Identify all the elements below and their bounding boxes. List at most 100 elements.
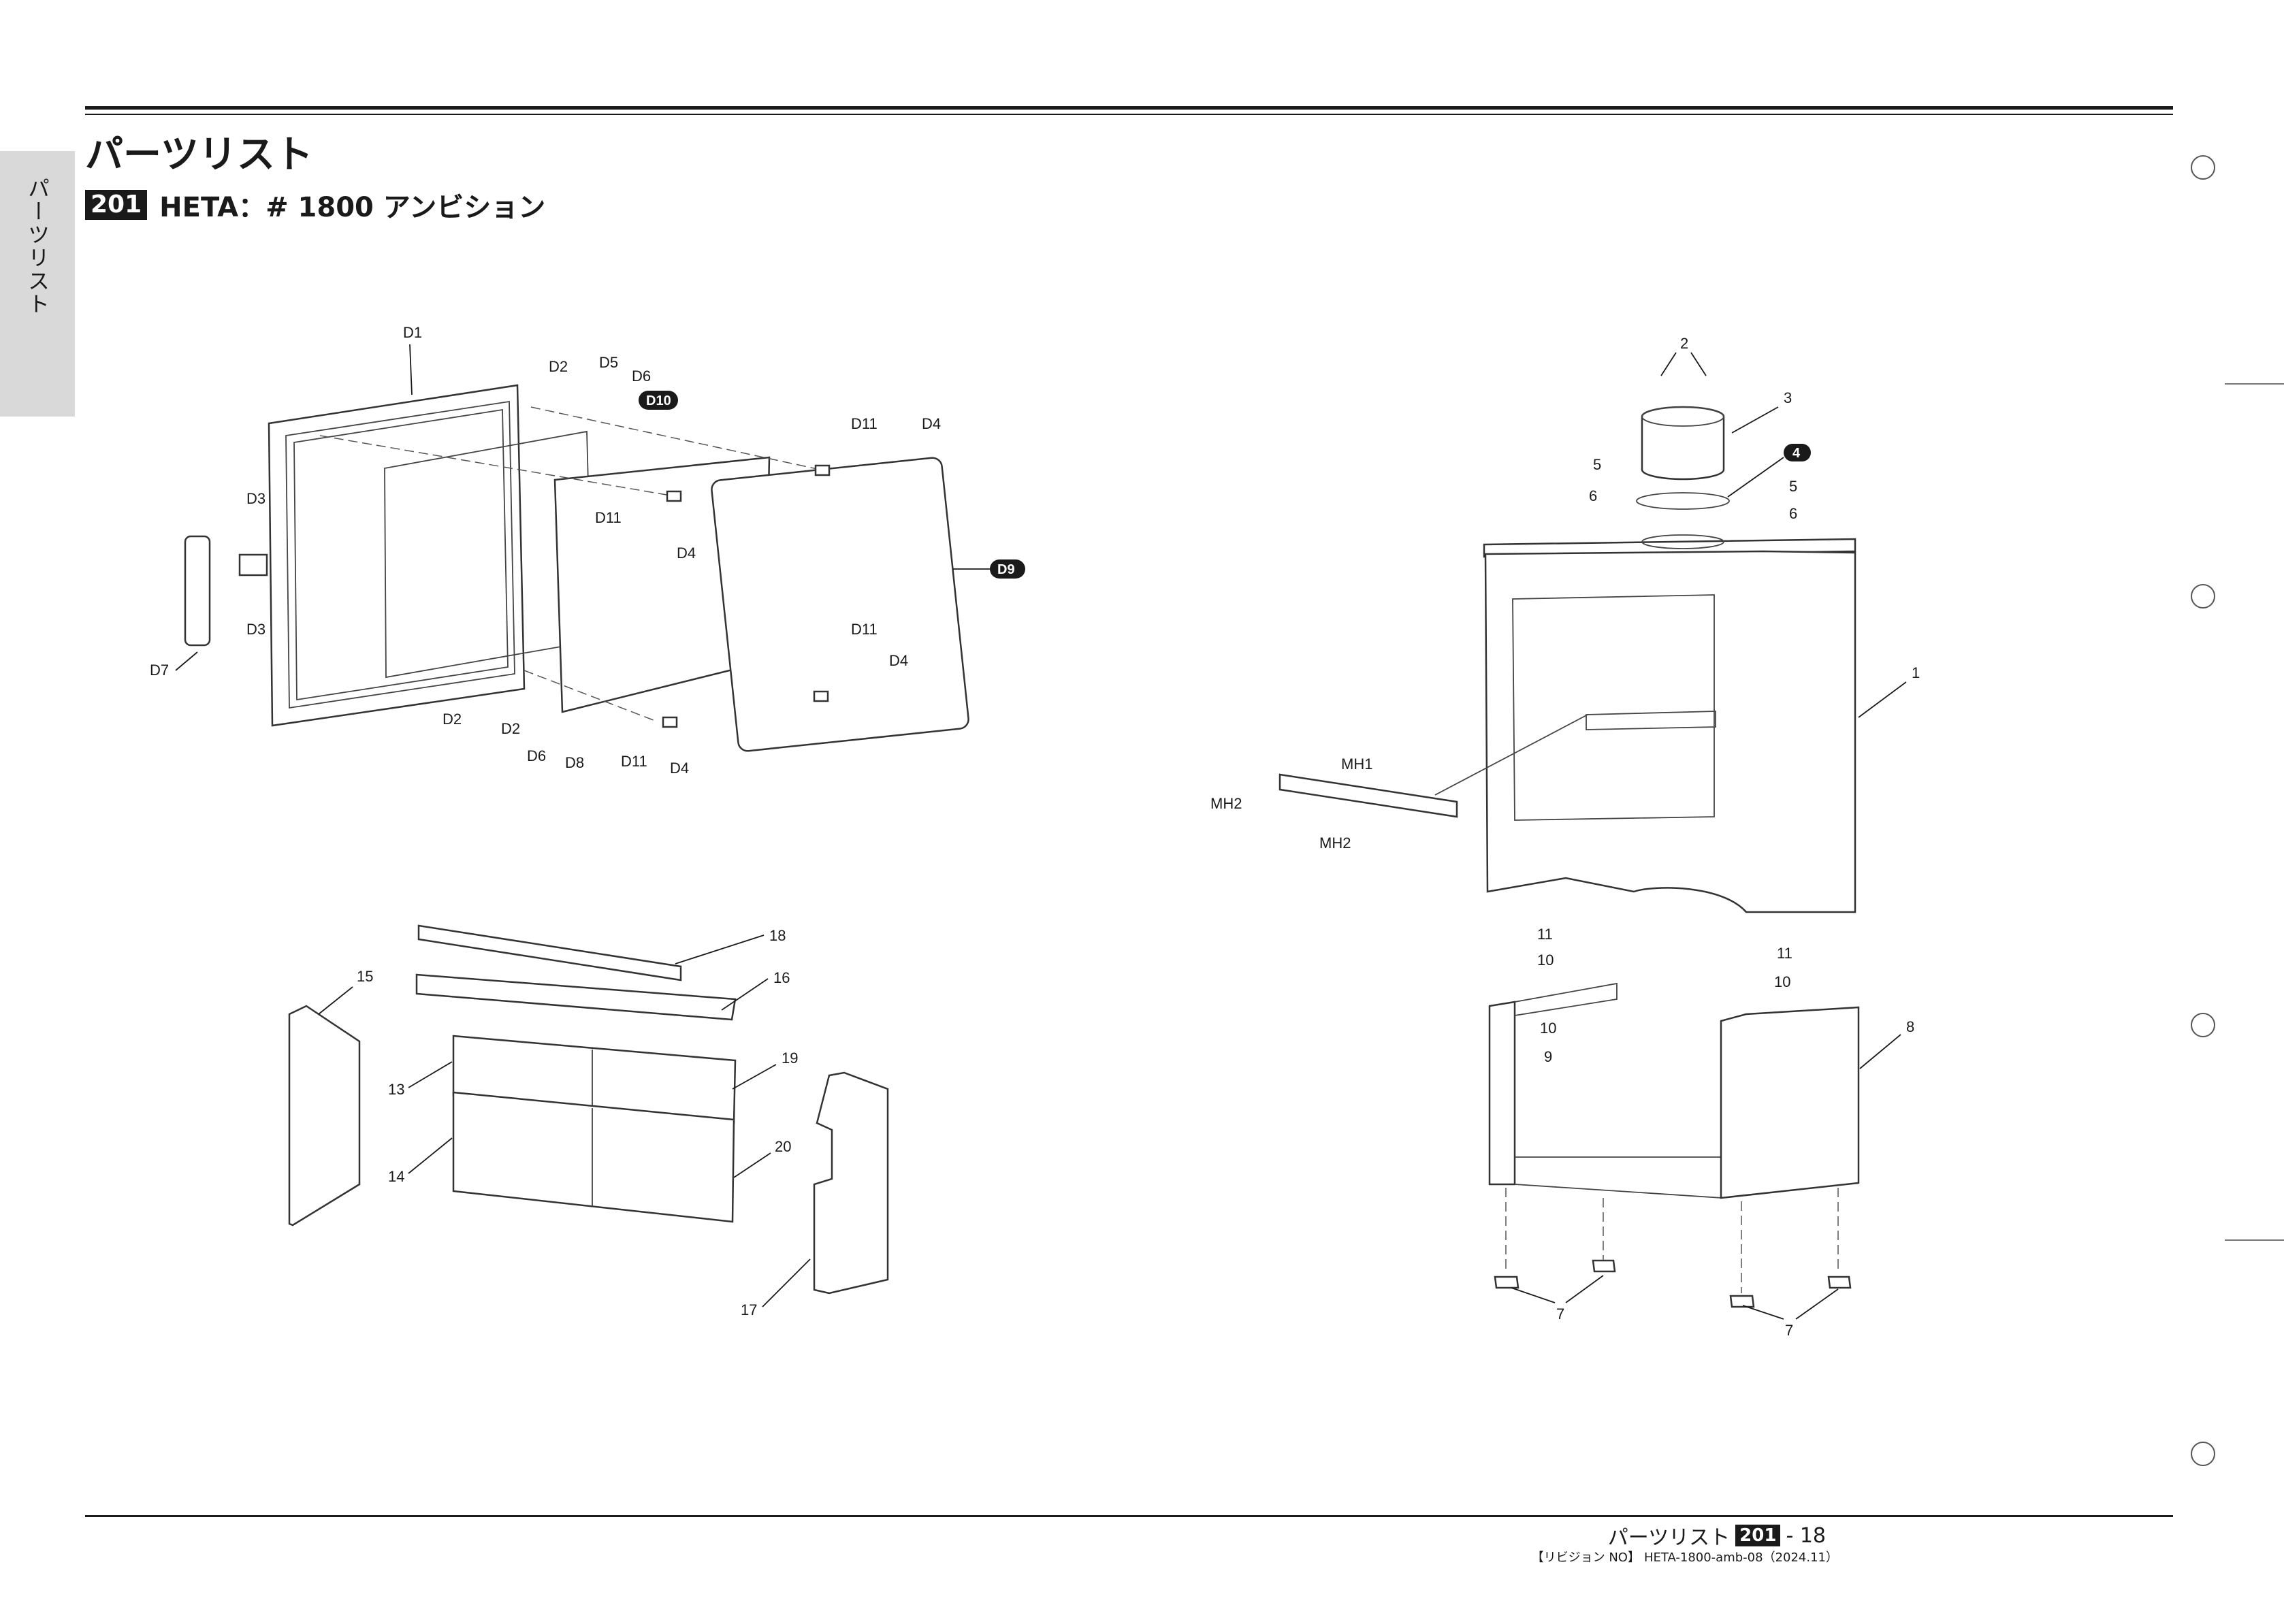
revision-value: HETA-1800-amb-08（2024.11） xyxy=(1643,1550,1838,1565)
leader xyxy=(408,1137,453,1174)
footer: パーツリスト 201 - 18 xyxy=(1608,1521,1826,1550)
margin-tick xyxy=(2225,1239,2284,1241)
grate-rail xyxy=(1586,711,1716,730)
leader xyxy=(1742,1288,1839,1320)
bottom-rule xyxy=(85,1515,2173,1517)
callout-MH2: MH2 xyxy=(1210,795,1242,812)
leader xyxy=(408,1061,453,1088)
stove-body xyxy=(1278,406,1860,1308)
footer-label: パーツリスト xyxy=(1607,1526,1731,1550)
baffle-board-16 xyxy=(415,973,737,1021)
callout-20: 20 xyxy=(775,1138,791,1155)
callout-D4: D4 xyxy=(670,760,689,777)
callout-D7: D7 xyxy=(150,662,169,679)
callout-D4: D4 xyxy=(677,545,696,562)
liner-assembly xyxy=(288,924,889,1295)
pedestal-panel-8 xyxy=(1720,1006,1860,1199)
pedestal-bracket xyxy=(1514,982,1618,1016)
callout-10: 10 xyxy=(1537,952,1554,969)
section-badge: 201 xyxy=(85,190,148,220)
pedestal-base-9 xyxy=(1514,1156,1723,1199)
callout-8: 8 xyxy=(1906,1018,1914,1035)
callout-D2: D2 xyxy=(501,720,520,737)
callout-D3: D3 xyxy=(246,490,266,507)
side-tab: パーツリスト xyxy=(0,151,75,417)
clip-D11-b xyxy=(666,490,682,502)
baffle-18 xyxy=(417,924,682,981)
page-title: パーツリスト xyxy=(85,133,313,177)
callout-D10-pill xyxy=(639,391,678,410)
revision-label: 【リビジョン NO】 xyxy=(1531,1550,1640,1565)
flue-opening xyxy=(1641,534,1724,549)
callout-16: 16 xyxy=(773,969,790,986)
callout-11: 11 xyxy=(1777,945,1792,962)
binder-hole xyxy=(2191,155,2215,180)
mounting-rail-MH1 xyxy=(1278,773,1458,818)
brick-row-14-20 xyxy=(452,1091,735,1223)
leader xyxy=(1727,457,1784,498)
callout-D2: D2 xyxy=(443,711,462,728)
callout-D3: D3 xyxy=(246,621,266,638)
callout-D11: D11 xyxy=(851,621,878,638)
callout-7: 7 xyxy=(1556,1305,1564,1322)
callout-D1: D1 xyxy=(403,324,422,341)
callout-15: 15 xyxy=(357,968,373,985)
callout-D2: D2 xyxy=(549,358,568,375)
door-frame-inner xyxy=(285,400,515,709)
leader xyxy=(762,1258,811,1308)
callout-11: 11 xyxy=(1537,926,1553,943)
callout-MH2: MH2 xyxy=(1319,834,1351,851)
stove-body-1 xyxy=(1484,550,1856,913)
door-handle-D7 xyxy=(184,535,211,647)
callout-D4: D4 xyxy=(922,415,941,432)
callout-7: 7 xyxy=(1785,1322,1793,1339)
callout-6: 6 xyxy=(1589,487,1597,504)
leader xyxy=(732,1064,777,1090)
callout-D8: D8 xyxy=(565,754,584,771)
body-callouts: 2 3 4 5 6 5 6 1 MH1 MH2 MH2 11 10 10 9 1… xyxy=(1210,335,1920,1339)
leader xyxy=(409,344,413,395)
page-number: - 18 xyxy=(1786,1523,1826,1548)
callout-D4: D4 xyxy=(889,652,908,669)
callout-D9: D9 xyxy=(997,562,1015,577)
callout-14: 14 xyxy=(388,1168,404,1185)
door-frame-D1 xyxy=(268,384,526,727)
top-rule xyxy=(85,106,2173,115)
callout-D11: D11 xyxy=(621,753,647,770)
callout-18: 18 xyxy=(769,927,786,944)
footer-badge: 201 xyxy=(1735,1525,1781,1546)
liner-callouts: 18 16 15 13 19 14 20 17 xyxy=(318,927,811,1318)
callout-D6: D6 xyxy=(632,368,651,385)
clip-D11-c xyxy=(813,690,829,702)
door-callouts: D1 D2 D5 D6 D10 D11 D4 D11 D4 D3 D3 D7 D… xyxy=(150,324,1025,777)
flue-gasket-4 xyxy=(1636,492,1730,510)
leader xyxy=(175,651,198,671)
clip-D11-d xyxy=(662,716,678,728)
door-explode-lines xyxy=(319,406,821,722)
callout-D10: D10 xyxy=(646,393,671,408)
callout-D5: D5 xyxy=(599,354,618,371)
callout-D6: D6 xyxy=(527,747,546,764)
binder-hole xyxy=(2191,584,2215,608)
callout-6: 6 xyxy=(1789,505,1797,522)
callout-19: 19 xyxy=(782,1050,798,1067)
callout-1: 1 xyxy=(1912,664,1920,681)
leader xyxy=(1660,352,1707,376)
callout-10: 10 xyxy=(1774,973,1790,990)
leader xyxy=(733,1152,771,1178)
callout-D11: D11 xyxy=(851,415,878,432)
callout-4-pill xyxy=(1784,444,1811,461)
binder-hole xyxy=(2191,1013,2215,1037)
callout-4: 4 xyxy=(1792,446,1801,461)
leader xyxy=(675,935,765,964)
door-frame-inner-2 xyxy=(293,408,509,701)
door-gasket-D9 xyxy=(711,457,969,752)
flue-collar-3 xyxy=(1641,406,1725,481)
rail-explode-line xyxy=(1434,714,1588,796)
leader xyxy=(1511,1275,1604,1303)
pedestal-left-leg xyxy=(1488,1001,1516,1186)
callout-13: 13 xyxy=(388,1081,404,1098)
callout-17: 17 xyxy=(741,1301,757,1318)
leader xyxy=(1859,1034,1901,1069)
